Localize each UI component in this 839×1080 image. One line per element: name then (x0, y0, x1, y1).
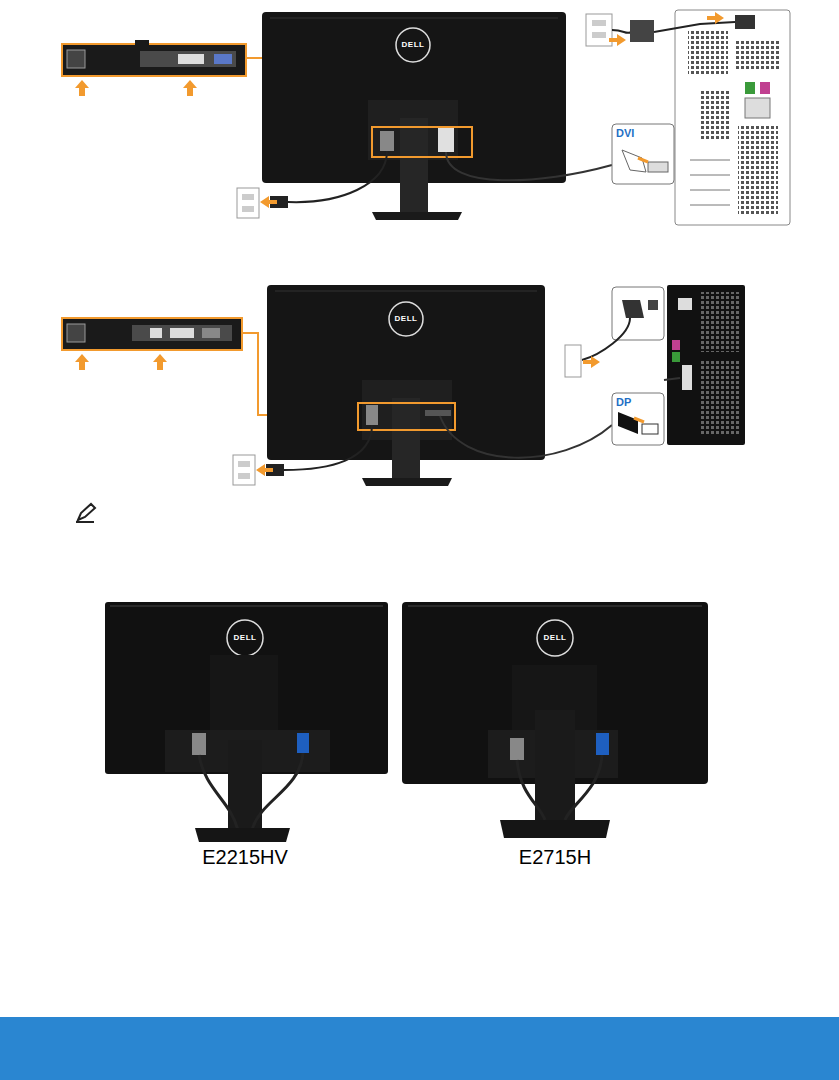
monitor-backs (105, 602, 708, 842)
dp-setup (62, 285, 745, 486)
logo-text: DELL (395, 315, 418, 324)
dvi-setup (62, 10, 790, 225)
logo-text: DELL (402, 41, 425, 50)
logo-text: DELL (544, 634, 567, 643)
logo-text: DELL (234, 634, 257, 643)
footer-bar (0, 1017, 839, 1080)
port-name: DVI (616, 127, 634, 139)
port-name: DP (616, 396, 631, 408)
model-name: E2215HV (202, 846, 288, 868)
note-icon (75, 504, 95, 523)
model-name: E2715H (519, 846, 591, 868)
